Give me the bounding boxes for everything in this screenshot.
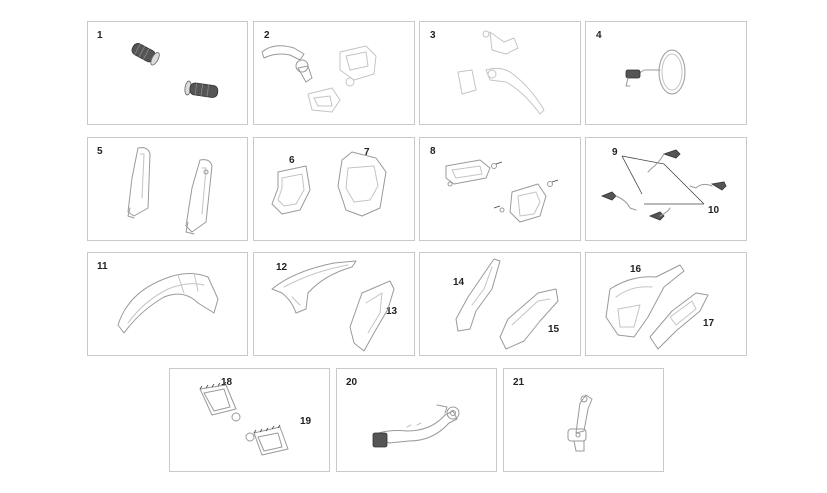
panel-mirror: 4 [585, 21, 747, 125]
front-fender-drawing [117, 272, 219, 334]
panel-fork-guards: 5 [87, 137, 248, 241]
part-number-label: 18 [221, 377, 233, 388]
part-number-label: 21 [513, 377, 525, 388]
part-number-label: 13 [386, 306, 398, 317]
radiator-shrouds-drawing [271, 260, 395, 352]
part-number-label: 11 [97, 261, 108, 272]
part-number-label: 1 [97, 30, 103, 41]
part-number-label: 20 [346, 377, 358, 388]
part-number-label: 9 [612, 147, 618, 158]
part-number-label: 3 [430, 30, 436, 41]
panel-clutch-lever: 2 [253, 21, 415, 125]
panel-brake-pedal: 20 [336, 368, 497, 472]
footpegs-drawing [199, 381, 289, 456]
part-number-label: 16 [630, 264, 642, 275]
handlebar-grips-drawing [131, 43, 219, 98]
panel-radiator-shrouds: 12 13 [253, 252, 415, 356]
mirror-drawing [625, 49, 686, 95]
fork-guards-drawing [127, 147, 213, 235]
part-number-label: 15 [548, 324, 560, 335]
part-number-label: 12 [276, 262, 288, 273]
panel-number-plates: 6 7 [253, 137, 415, 241]
panel-grips: 1 [87, 21, 248, 125]
part-number-label: 6 [289, 155, 295, 166]
part-number-label: 2 [264, 30, 270, 41]
panel-footpegs: 18 19 [169, 368, 330, 472]
panel-shift-lever: 21 [503, 368, 664, 472]
clutch-lever-drawing [261, 45, 377, 113]
brake-pedal-drawing [372, 404, 460, 448]
part-number-label: 8 [430, 146, 436, 157]
panel-headlight-mask-brackets: 8 [419, 137, 581, 241]
panel-brake-lever: 3 [419, 21, 581, 125]
part-number-label: 14 [453, 277, 465, 288]
side-panels-drawing [455, 258, 559, 350]
headlight-brackets-drawing [445, 159, 559, 223]
panel-turn-signals: 9 10 [585, 137, 747, 241]
panel-rear-fender-numberplate: 16 17 [585, 252, 747, 356]
rear-fender-drawing [605, 264, 709, 350]
part-number-label: 4 [596, 30, 602, 41]
part-number-label: 5 [97, 146, 103, 157]
part-number-label: 10 [708, 205, 720, 216]
shift-lever-drawing [567, 394, 593, 452]
panel-side-panels: 14 15 [419, 252, 581, 356]
number-plates-drawing [271, 151, 387, 217]
part-number-label: 7 [364, 147, 370, 158]
turn-signals-drawing [600, 149, 727, 221]
brake-lever-drawing [457, 30, 545, 115]
panel-front-fender: 11 [87, 252, 248, 356]
part-number-label: 19 [300, 416, 312, 427]
part-number-label: 17 [703, 318, 715, 329]
